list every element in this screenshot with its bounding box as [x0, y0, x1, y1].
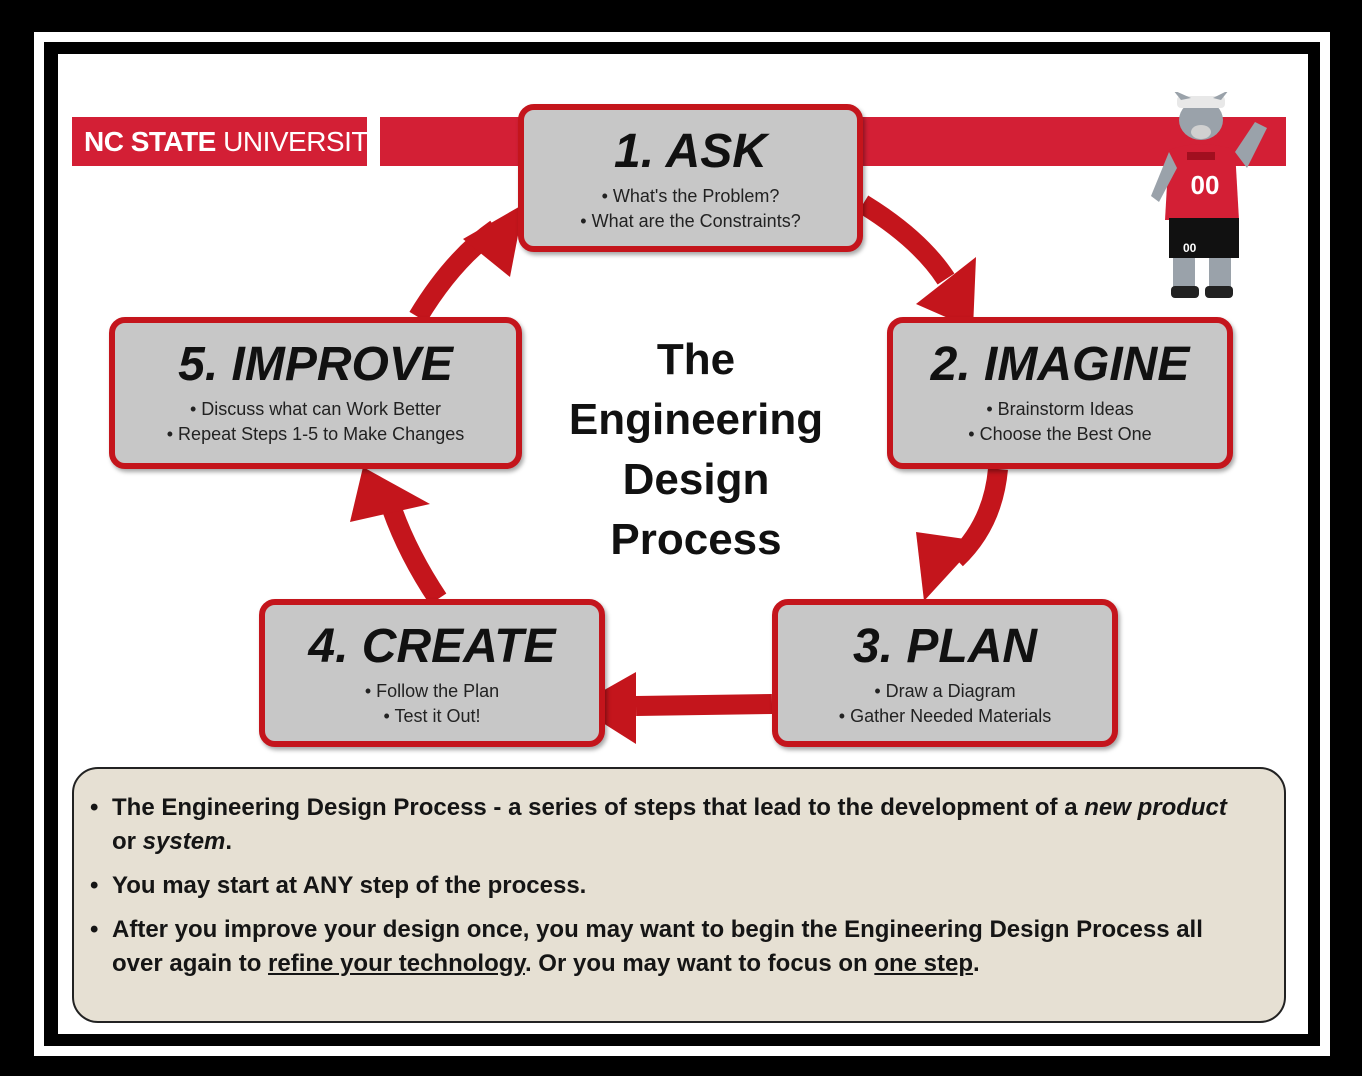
- wolf-mascot-image: 00 00: [1151, 92, 1267, 298]
- step-plan-box: 3. PLAN • Draw a Diagram • Gather Needed…: [772, 599, 1118, 747]
- step-create-title: 4. CREATE: [308, 620, 556, 673]
- nc-state-logo: NC STATE UNIVERSITY: [72, 117, 387, 166]
- diagram-center-title: The Engineering Design Process: [536, 330, 856, 570]
- center-title-line: Engineering: [568, 395, 824, 444]
- arrow-plan-to-create: [635, 694, 773, 716]
- note-text: or: [112, 828, 143, 855]
- arrowhead-ask: [463, 204, 524, 277]
- step-improve-item: • Discuss what can Work Better: [189, 399, 442, 419]
- step-ask-item: • What are the Constraints?: [580, 211, 801, 231]
- mascot-shorts-number: 00: [1183, 241, 1197, 255]
- bullet-icon: •: [90, 872, 99, 899]
- note-underlined: one step: [874, 950, 974, 977]
- note-text: . Or you may want to focus on: [524, 950, 875, 977]
- step-plan-item: • Gather Needed Materials: [838, 706, 1052, 726]
- note-text: After you improve your design once, you …: [112, 916, 1203, 977]
- center-title-line: Design: [622, 455, 770, 504]
- arrowhead-create: [576, 672, 636, 744]
- bullet-icon: •: [90, 794, 99, 821]
- step-improve-title: 5. IMPROVE: [178, 338, 453, 391]
- note-text: You may start at ANY step of the process…: [112, 872, 587, 899]
- note-text: The Engineering Design Process - a serie…: [112, 794, 1085, 821]
- cycle-arrows: [350, 195, 1008, 744]
- notes-box: • The Engineering Design Process - a ser…: [72, 767, 1286, 1023]
- step-create-box: 4. CREATE • Follow the Plan • Test it Ou…: [259, 599, 605, 747]
- note-italic: new product: [1084, 794, 1227, 821]
- center-title-line: Process: [610, 515, 782, 564]
- step-imagine-item: • Brainstorm Ideas: [986, 399, 1134, 419]
- note-italic: system: [142, 828, 226, 855]
- arrowhead-plan: [916, 532, 979, 601]
- logo-brand-regular: UNIVERSITY: [215, 126, 387, 157]
- note-item: • The Engineering Design Process - a ser…: [90, 791, 1254, 859]
- note-item: • After you improve your design once, yo…: [90, 913, 1254, 981]
- step-plan-item: • Draw a Diagram: [874, 681, 1016, 701]
- mascot-jersey-number: 00: [1191, 170, 1220, 200]
- notes-list: • The Engineering Design Process - a ser…: [74, 769, 1284, 981]
- note-item: • You may start at ANY step of the proce…: [90, 869, 1254, 903]
- note-text: .: [225, 828, 233, 855]
- arrowhead-improve: [350, 467, 430, 522]
- arrow-create-to-improve: [382, 505, 447, 605]
- step-improve-item: • Repeat Steps 1-5 to Make Changes: [166, 424, 465, 444]
- step-ask-title: 1. ASK: [614, 125, 767, 178]
- step-imagine-box: 2. IMAGINE • Brainstorm Ideas • Choose t…: [887, 317, 1233, 469]
- bullet-icon: •: [90, 916, 99, 943]
- logo-brand-bold: NC STATE: [84, 126, 216, 157]
- note-text: .: [973, 950, 980, 977]
- step-imagine-item: • Choose the Best One: [968, 424, 1152, 444]
- arrow-ask-to-imagine: [857, 195, 955, 285]
- step-imagine-title: 2. IMAGINE: [930, 338, 1190, 391]
- step-ask-item: • What's the Problem?: [601, 186, 780, 206]
- center-title-line: The: [656, 335, 736, 384]
- step-create-item: • Test it Out!: [383, 706, 481, 726]
- step-create-item: • Follow the Plan: [364, 681, 500, 701]
- note-underlined: refine your technology: [268, 950, 525, 977]
- step-improve-box: 5. IMPROVE • Discuss what can Work Bette…: [109, 317, 522, 469]
- arrowhead-imagine: [916, 257, 976, 329]
- step-plan-title: 3. PLAN: [852, 620, 1038, 673]
- slide: NC STATE UNIVERSITY 00: [58, 54, 1308, 1034]
- step-ask-box: 1. ASK • What's the Problem? • What are …: [518, 104, 863, 252]
